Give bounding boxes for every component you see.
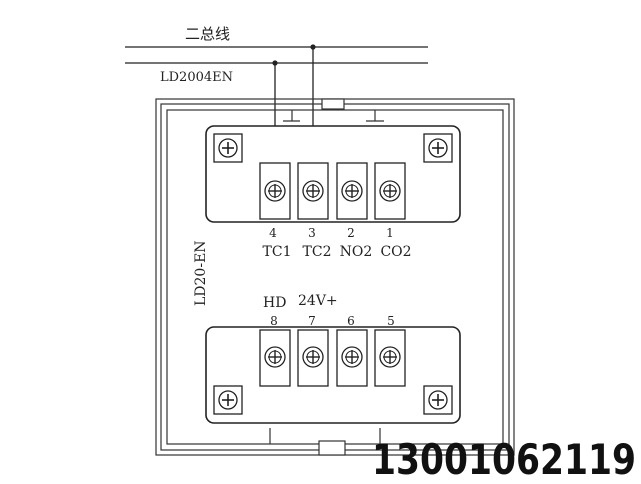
terminal-number: 2 bbox=[347, 226, 355, 240]
mounting-screw-icon bbox=[423, 385, 453, 415]
hd-label: HD bbox=[263, 295, 286, 311]
junction-dot-tc2 bbox=[310, 44, 316, 50]
terminal-block-top-3 bbox=[297, 162, 329, 220]
top-terminal-board bbox=[205, 125, 461, 223]
terminal-label: TC1 bbox=[263, 244, 292, 260]
terminal-number: 7 bbox=[308, 314, 316, 328]
bus-model-label: LD2004EN bbox=[160, 70, 233, 85]
junction-dot-tc1 bbox=[272, 60, 278, 66]
terminal-label: CO2 bbox=[380, 244, 411, 260]
terminal-number: 3 bbox=[308, 226, 316, 240]
top-terminal-labels: TC1 TC2 NO2 CO2 bbox=[263, 244, 412, 260]
terminal-block-top-4 bbox=[259, 162, 291, 220]
terminal-label: NO2 bbox=[340, 244, 373, 260]
module-housing bbox=[155, 98, 515, 456]
terminal-block-bottom-8 bbox=[259, 329, 291, 387]
mounting-screw-icon bbox=[213, 133, 243, 163]
terminal-number: 1 bbox=[386, 226, 394, 240]
mounting-screw-icon bbox=[423, 133, 453, 163]
terminal-number: 6 bbox=[347, 314, 355, 328]
bottom-terminal-board bbox=[205, 326, 461, 424]
bus-label: 二总线 bbox=[185, 26, 230, 43]
terminal-block-bottom-5 bbox=[374, 329, 406, 387]
terminal-number: 4 bbox=[269, 226, 277, 240]
module-label: LD20-EN bbox=[193, 240, 209, 306]
terminal-number: 5 bbox=[387, 314, 395, 328]
terminal-number: 8 bbox=[270, 314, 278, 328]
mounting-screw-icon bbox=[213, 385, 243, 415]
terminal-label: TC2 bbox=[303, 244, 332, 260]
watermark-phone: 13001062119 bbox=[372, 435, 636, 484]
terminal-block-bottom-7 bbox=[297, 329, 329, 387]
terminal-block-top-2 bbox=[336, 162, 368, 220]
terminal-block-bottom-6 bbox=[336, 329, 368, 387]
top-terminal-numbers: 4 3 2 1 bbox=[269, 226, 394, 240]
terminal-block-top-1 bbox=[374, 162, 406, 220]
bottom-terminal-numbers: 8 7 6 5 bbox=[270, 314, 395, 328]
24v-label: 24V+ bbox=[298, 293, 338, 309]
